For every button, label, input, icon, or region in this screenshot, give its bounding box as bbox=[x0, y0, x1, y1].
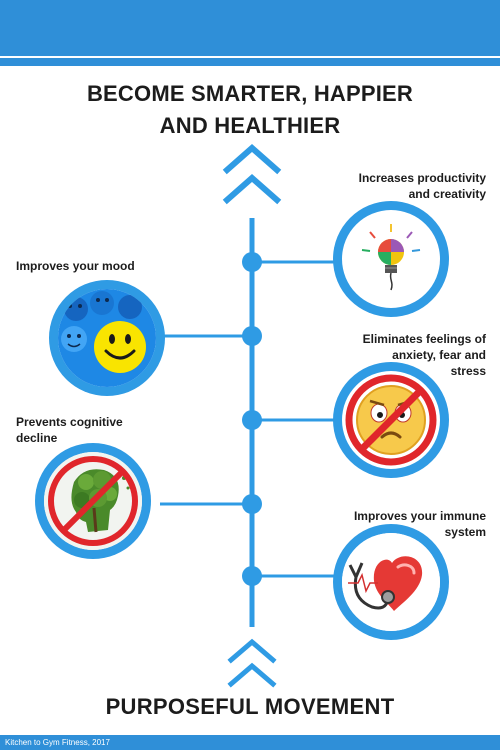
benefit-label-productivity: Increases productivity and creativity bbox=[300, 170, 486, 202]
footer-credit: Kitchen to Gym Fitness, 2017 bbox=[0, 735, 500, 750]
top-banner bbox=[0, 0, 500, 56]
benefit-text: and creativity bbox=[408, 187, 486, 201]
bottom-title: PURPOSEFUL MOVEMENT bbox=[105, 694, 395, 719]
up-chevron-icon bbox=[222, 174, 282, 205]
benefit-label-mood: Improves your mood bbox=[16, 258, 216, 274]
benefit-circle-cognitive bbox=[35, 443, 151, 559]
timeline-node bbox=[242, 494, 262, 514]
page-title-line-1: BECOME SMARTER, HAPPIER bbox=[86, 81, 414, 106]
tree-head-crossed-icon bbox=[44, 452, 142, 550]
timeline-node bbox=[242, 252, 262, 272]
benefit-circle-productivity bbox=[333, 201, 449, 317]
benefit-text: stress bbox=[450, 364, 486, 378]
benefit-text: Improves your immune bbox=[353, 509, 486, 523]
page-title-line-2: AND HEALTHIER bbox=[159, 113, 341, 138]
up-chevron-icon bbox=[222, 144, 282, 175]
benefit-text: decline bbox=[16, 431, 58, 445]
benefit-text: Increases productivity bbox=[358, 171, 486, 185]
benefit-label-immune: Improves your immune system bbox=[300, 508, 486, 540]
benefit-label-anxiety: Eliminates feelings of anxiety, fear and… bbox=[300, 331, 486, 379]
top-banner-stripe bbox=[0, 58, 500, 66]
benefit-text: system bbox=[444, 525, 486, 539]
timeline-node bbox=[242, 566, 262, 586]
benefit-text: anxiety, fear and bbox=[392, 348, 486, 362]
benefit-text: Prevents cognitive bbox=[16, 415, 123, 429]
lightbulb-icon bbox=[361, 224, 421, 291]
benefit-circle-mood bbox=[49, 280, 165, 396]
benefit-text: Eliminates feelings of bbox=[362, 332, 486, 346]
page-title: BECOME SMARTER, HAPPIER AND HEALTHIER bbox=[0, 78, 500, 142]
worried-face-crossed-icon bbox=[345, 374, 437, 466]
benefit-text: Improves your mood bbox=[16, 259, 135, 273]
up-chevron-icon bbox=[227, 662, 277, 688]
heart-stethoscope-icon bbox=[342, 533, 440, 631]
benefit-circle-anxiety bbox=[333, 362, 449, 478]
timeline-node bbox=[242, 410, 262, 430]
benefit-circle-immune bbox=[333, 524, 449, 640]
benefit-label-cognitive: Prevents cognitive decline bbox=[16, 414, 216, 446]
timeline-node bbox=[242, 326, 262, 346]
up-chevron-icon bbox=[227, 638, 277, 664]
smiley-faces-icon bbox=[58, 289, 156, 387]
